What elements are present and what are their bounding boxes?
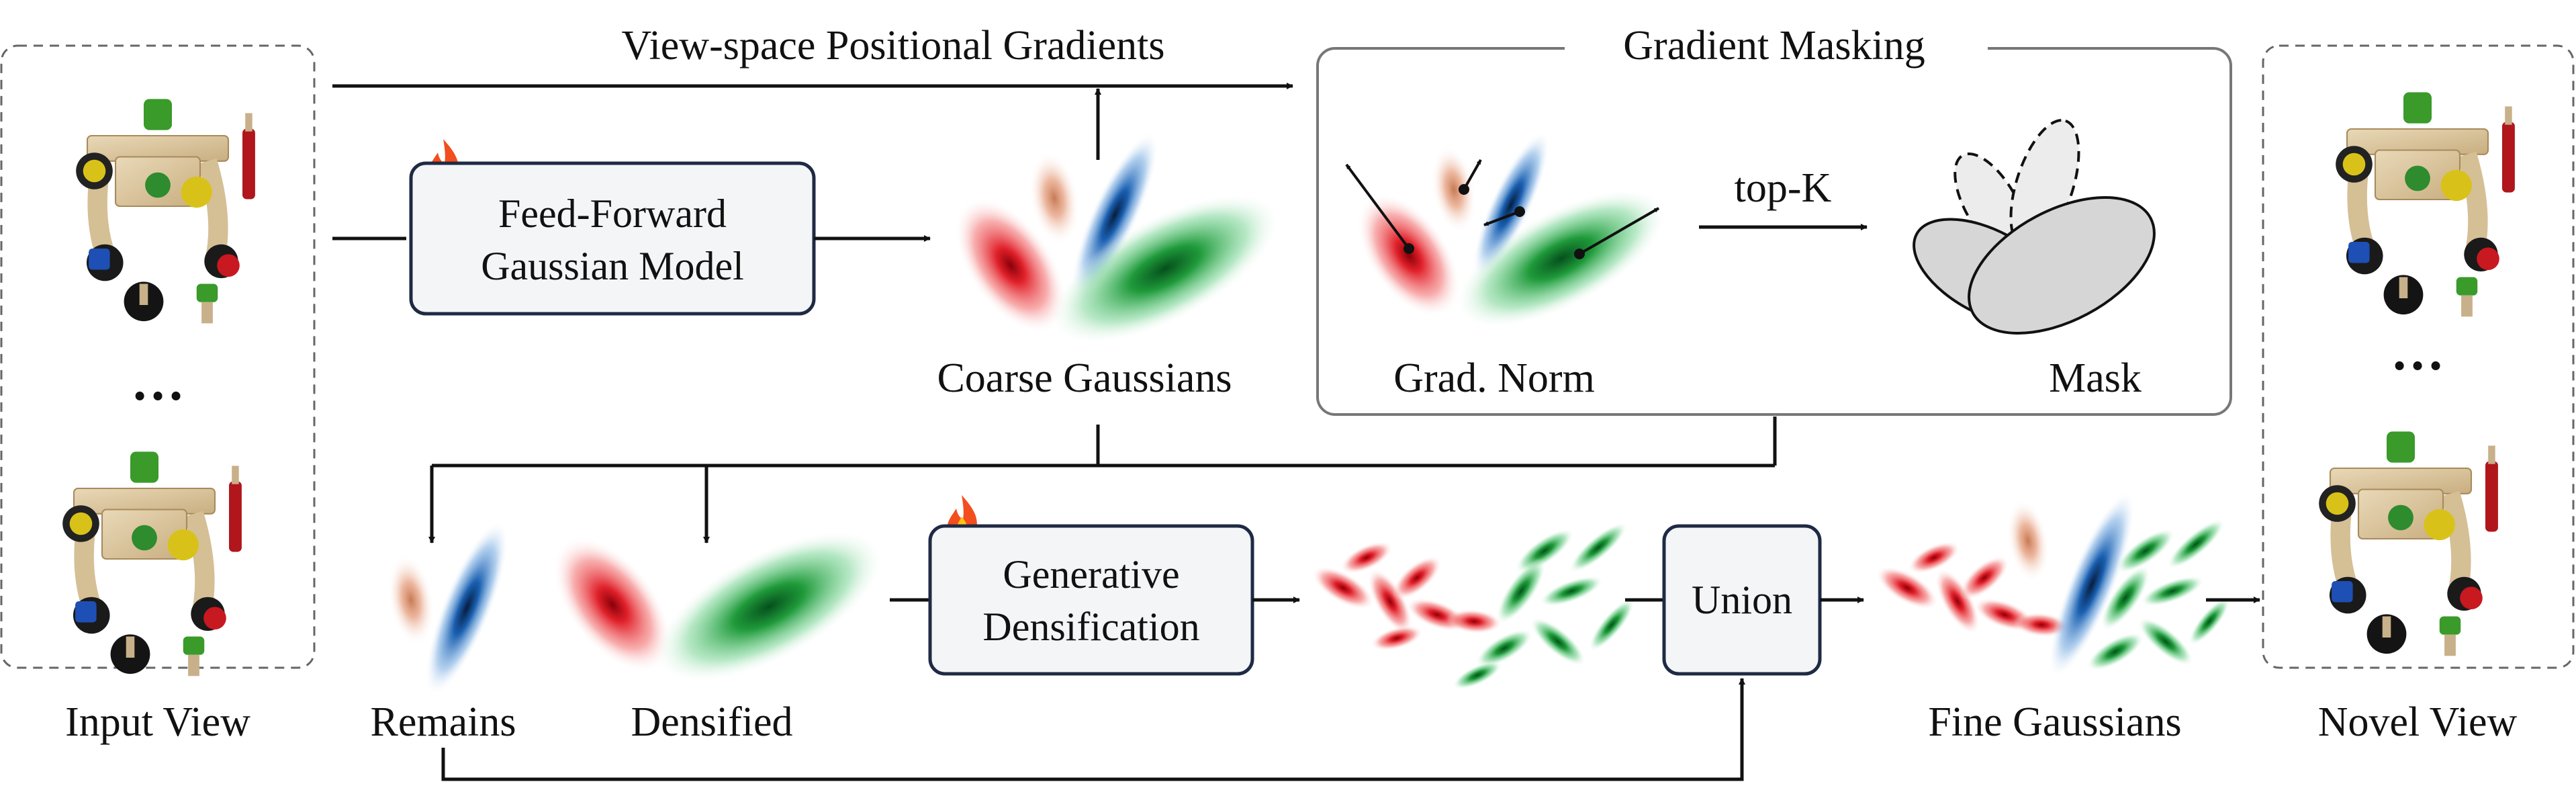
input-view-image-bottom	[62, 451, 242, 676]
input-ellipsis: …	[131, 353, 185, 412]
feed-forward-model-box	[409, 161, 816, 316]
generated-gaussians	[1312, 522, 1635, 690]
grad-norm-gaussians	[1345, 131, 1668, 329]
gradient-masking-title: Gradient Masking	[1623, 23, 1925, 69]
generative-densification-box	[928, 524, 1254, 676]
fine-gaussians	[1876, 490, 2230, 678]
remains-gaussians	[387, 520, 509, 696]
novel-view-label: Novel View	[2318, 699, 2518, 745]
novel-view-panel	[2262, 44, 2575, 669]
novel-view-image-top	[2336, 92, 2515, 316]
mask-label: Mask	[2049, 355, 2142, 401]
generative-densification-label-line2: Densification	[982, 605, 1199, 649]
grad-norm-label: Grad. Norm	[1393, 355, 1595, 401]
novel-ellipsis: …	[2391, 322, 2444, 382]
remains-to-union-path	[441, 678, 1745, 781]
gaussian-peach	[1029, 151, 1080, 245]
gaussian-green	[1050, 193, 1281, 345]
generative-densification-label-line1: Generative	[1003, 552, 1179, 597]
coarse-gaussians-label: Coarse Gaussians	[937, 355, 1232, 401]
mask-shapes	[1913, 119, 2156, 335]
top-k-label: top-K	[1735, 165, 1832, 211]
densified-label: Densified	[631, 699, 792, 745]
densified-gaussians	[553, 530, 884, 683]
input-view-panel	[0, 44, 316, 669]
feed-forward-model-label-line2: Gaussian Model	[481, 244, 744, 288]
input-view-label: Input View	[65, 699, 250, 745]
union-label: Union	[1692, 578, 1792, 622]
coarse-gaussians	[954, 132, 1281, 345]
feed-forward-model-label-line1: Feed-Forward	[498, 191, 727, 236]
fine-gaussians-label: Fine Gaussians	[1928, 699, 2181, 745]
input-view-image-top	[76, 99, 255, 323]
view-space-gradients-label: View-space Positional Gradients	[622, 23, 1165, 69]
novel-view-image-bottom	[2319, 431, 2498, 656]
remains-label: Remains	[371, 699, 516, 745]
gaussian-red	[954, 198, 1067, 333]
